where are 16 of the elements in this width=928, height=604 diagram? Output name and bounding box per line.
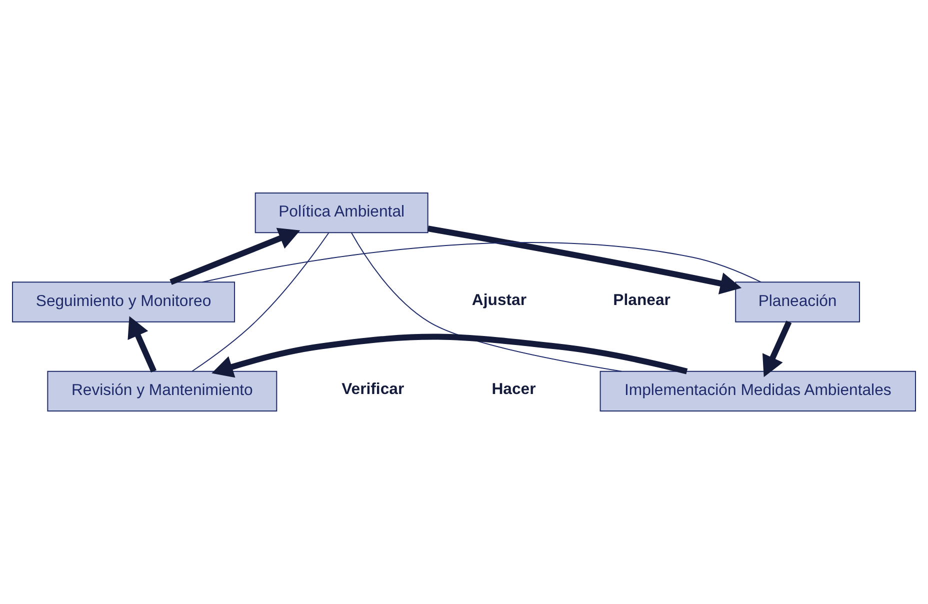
label: Verificar (342, 380, 404, 398)
arrow (428, 226, 742, 294)
connector (202, 242, 762, 283)
node-box: Seguimiento y Monitoreo (12, 282, 236, 322)
label: Planear (613, 292, 670, 309)
arrow (762, 320, 792, 378)
arrow (128, 316, 157, 373)
label: Hacer (492, 380, 536, 398)
connector (350, 232, 622, 372)
node-box: Revisión y Mantenimiento (47, 370, 278, 412)
node-box: Política Ambiental (254, 192, 428, 234)
label: Ajustar (472, 292, 527, 309)
connector (192, 232, 330, 372)
arrow (170, 228, 300, 285)
node-box: Implementación Medidas Ambientales (600, 370, 916, 412)
node-box: Planeación (735, 282, 860, 322)
